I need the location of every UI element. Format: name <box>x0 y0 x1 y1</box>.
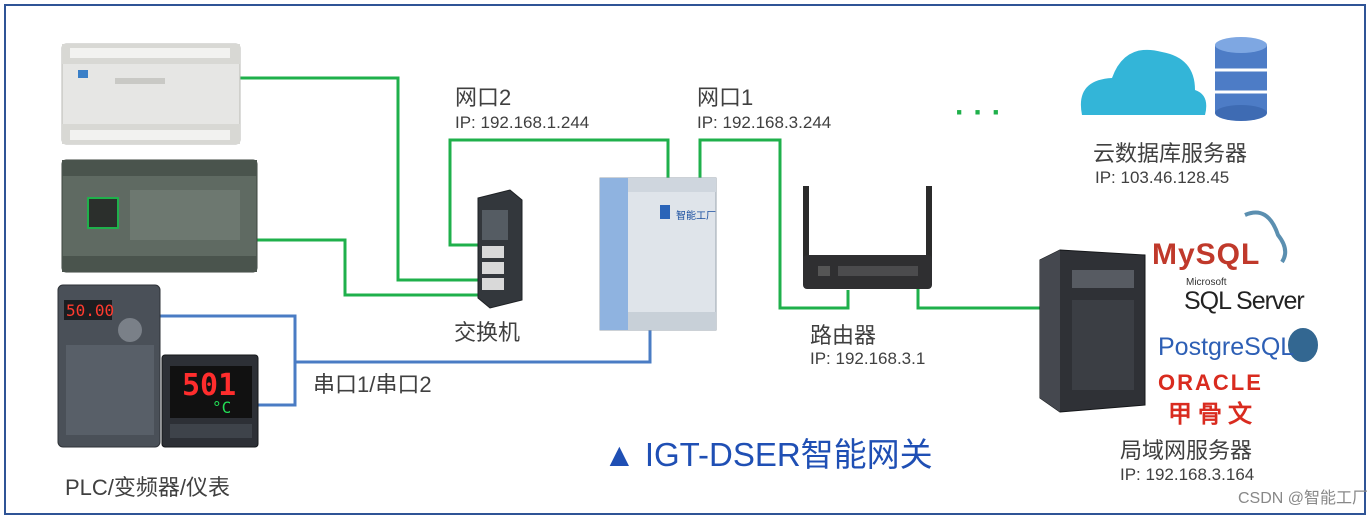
plc-delta-device <box>61 43 241 145</box>
router-device <box>803 186 932 289</box>
port1-label: 网口1 <box>697 85 754 110</box>
mysql-dolphin-icon <box>1244 210 1288 264</box>
temperature-meter-device <box>161 354 259 448</box>
sqlserver-logo: SQL Server <box>1184 287 1305 315</box>
meter-display-readout: 501 <box>182 368 237 403</box>
eth-wire-router-lanserver <box>916 288 1048 310</box>
vfd-display-readout: 50.00 <box>66 301 115 320</box>
port2-ip: IP: 192.168.1.244 <box>455 113 590 132</box>
eth-wire-plc1-switch <box>240 76 478 282</box>
cloud-server-ip: IP: 103.46.128.45 <box>1095 168 1230 187</box>
gateway-device <box>599 177 717 331</box>
port1-ip: IP: 192.168.3.244 <box>697 113 832 132</box>
postgresql-logo: PostgreSQL <box>1158 333 1295 361</box>
gateway-caption: ▲ IGT-DSER智能网关 <box>603 436 933 473</box>
switch-device <box>477 189 523 309</box>
postgresql-elephant-icon <box>1286 326 1320 364</box>
router-ip: IP: 192.168.3.1 <box>810 349 926 368</box>
sqlserver-microsoft-text: Microsoft <box>1186 277 1227 288</box>
database-cylinder-icon <box>1215 37 1267 121</box>
ellipsis-dots: · · · <box>955 96 1002 129</box>
mysql-logo: MySQL <box>1152 238 1261 271</box>
lan-server-ip: IP: 192.168.3.164 <box>1120 465 1255 484</box>
switch-label: 交换机 <box>454 320 521 345</box>
oracle-logo: ORACLE <box>1158 370 1263 395</box>
serial-label: 串口1/串口2 <box>313 372 432 397</box>
eth-wire-plc2-switch <box>255 238 478 297</box>
lan-server-label: 局域网服务器 <box>1120 438 1253 463</box>
plc-schneider-device <box>61 159 258 273</box>
diagram-frame <box>4 4 1366 515</box>
meter-unit-readout: °C <box>212 398 232 417</box>
devices-label: PLC/变频器/仪表 <box>65 475 231 500</box>
serial-wire-gateway <box>295 330 652 364</box>
cloud-icon <box>1080 49 1207 115</box>
eth-wire-gateway-router <box>698 138 850 310</box>
port2-label: 网口2 <box>455 85 512 110</box>
cloud-server-label: 云数据库服务器 <box>1093 141 1248 166</box>
router-label: 路由器 <box>810 323 877 348</box>
lan-server-tower-device <box>1039 249 1146 413</box>
vfd-device <box>57 284 161 448</box>
gateway-brand-label: 智能工厂 <box>676 211 716 222</box>
csdn-watermark: CSDN @智能工厂 <box>1238 490 1369 507</box>
oracle-cn-logo: 甲骨文 <box>1168 401 1258 428</box>
eth-wire-switch-gateway <box>448 138 670 247</box>
